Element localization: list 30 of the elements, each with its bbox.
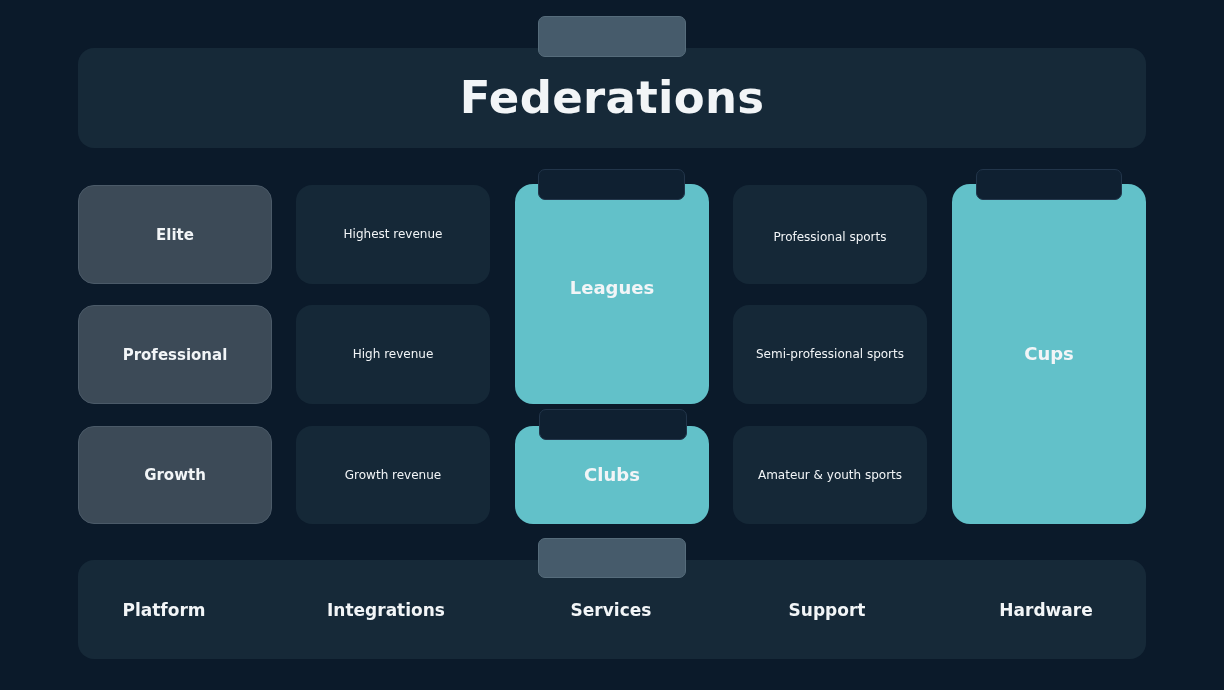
segment-label: Clubs	[584, 464, 640, 486]
tier-card	[78, 185, 272, 284]
revenue-label: Growth revenue	[344, 467, 442, 483]
tab	[538, 16, 686, 57]
revenue-label: High revenue	[352, 347, 434, 362]
sport-level-label: Amateur & youth sports	[757, 467, 903, 483]
footer-panel	[78, 560, 1146, 659]
revenue-label: Highest revenue	[343, 227, 443, 242]
panel-title: Federations	[459, 71, 765, 125]
segment-card	[952, 184, 1146, 524]
segment-label: Leagues	[569, 277, 655, 299]
header-panel	[78, 48, 1146, 148]
offering-label: Services	[569, 599, 653, 620]
tier-label: Growth	[144, 466, 206, 484]
tier-label: Elite	[156, 225, 194, 244]
segment-label: Cups	[1024, 343, 1074, 365]
segment-card	[515, 184, 709, 404]
offering-label: Platform	[121, 599, 207, 620]
sport-level-label: Semi-professional sports	[756, 347, 904, 362]
tier-card	[78, 305, 272, 404]
offering-label: Support	[787, 599, 867, 620]
tab	[976, 169, 1122, 200]
tab	[538, 169, 685, 200]
offering-label: Hardware	[998, 599, 1094, 620]
tier-label: Professional	[122, 345, 228, 364]
sport-level-label: Professional sports	[773, 230, 887, 245]
offering-label: Integrations	[326, 599, 446, 620]
tier-card	[78, 426, 272, 524]
tab	[539, 409, 687, 440]
tab	[538, 538, 686, 578]
